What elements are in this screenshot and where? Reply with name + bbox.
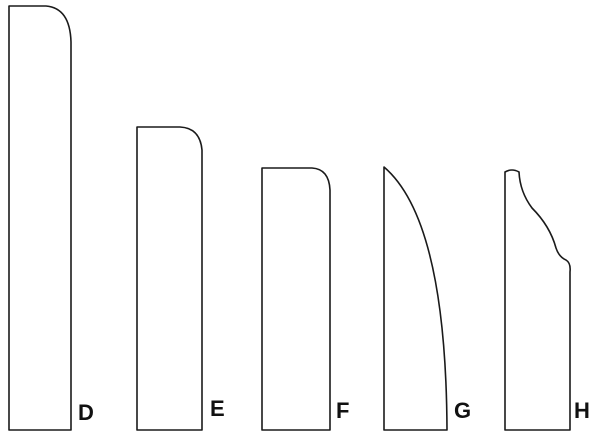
profile-f-label: F (336, 398, 349, 423)
profile-g-label: G (454, 398, 471, 423)
profile-d-outline (8, 5, 72, 431)
profile-g-outline (383, 166, 448, 431)
profile-h-outline (504, 169, 571, 431)
profile-h-label: H (574, 398, 590, 423)
profile-h: H (504, 169, 590, 431)
profile-e: E (136, 126, 225, 431)
profile-f: F (261, 167, 349, 431)
profile-g: G (383, 166, 471, 431)
profile-e-outline (136, 126, 203, 431)
profile-f-outline (261, 167, 331, 431)
profile-d-label: D (78, 400, 94, 425)
profile-e-label: E (210, 396, 225, 421)
profile-d: D (8, 5, 94, 431)
